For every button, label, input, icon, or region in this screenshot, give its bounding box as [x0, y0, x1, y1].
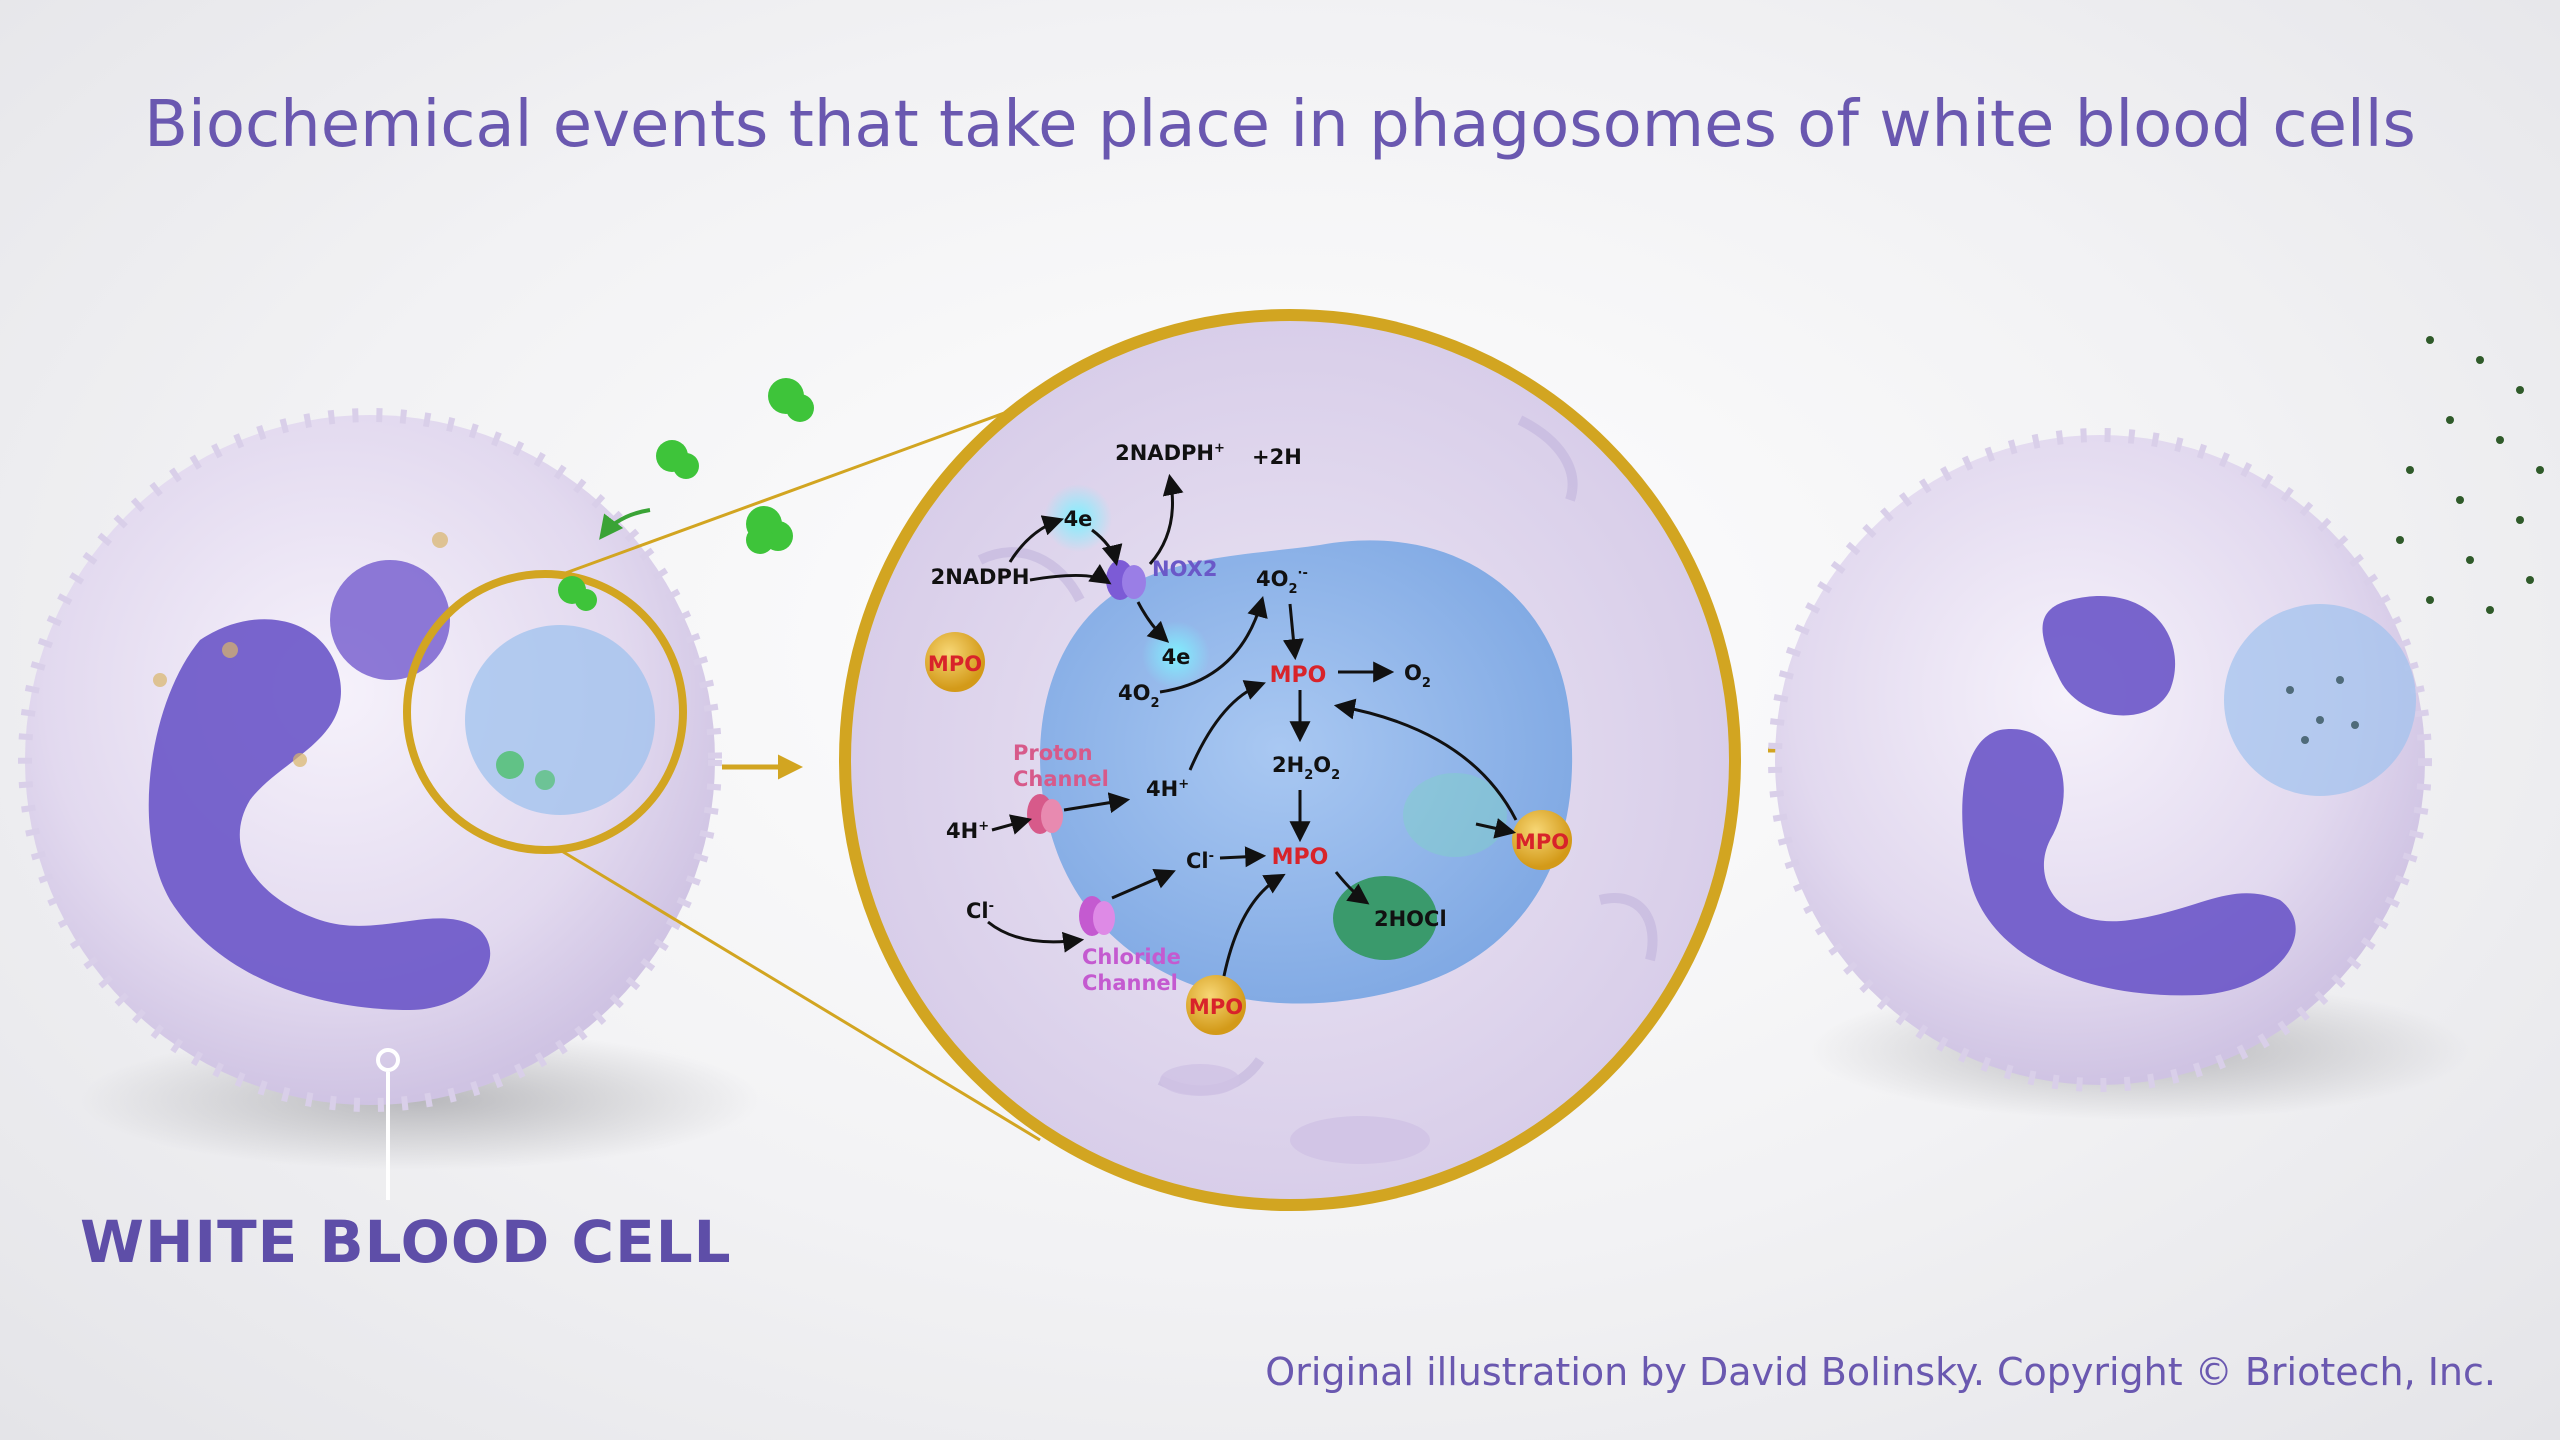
label-hypochlorous-acid: 2HOCl: [1374, 907, 1447, 931]
svg-text:MPO: MPO: [1515, 830, 1569, 854]
left-white-blood-cell: [25, 415, 760, 1170]
arrow-cl-to-mpo: [1220, 856, 1262, 858]
label-mpo-lower: MPO: [1272, 845, 1329, 870]
right-white-blood-cell: [1775, 435, 2470, 1120]
label-chloride-channel-2: Channel: [1082, 971, 1178, 995]
label-electrons-top: 4e: [1064, 507, 1093, 531]
label-electrons-bottom: 4e: [1162, 645, 1191, 669]
label-plus-2h: +2H: [1252, 445, 1302, 469]
label-mpo-center: MPO: [1270, 663, 1327, 688]
mpo-granule-left: MPO: [925, 632, 985, 692]
label-proton-channel-1: Proton: [1013, 741, 1093, 765]
svg-text:MPO: MPO: [1189, 995, 1243, 1019]
label-proton-channel-2: Channel: [1013, 767, 1109, 791]
illustration-credit: Original illustration by David Bolinsky.…: [1265, 1350, 2496, 1394]
svg-text:MPO: MPO: [928, 652, 982, 676]
bacterial-debris: [2396, 336, 2544, 614]
white-blood-cell-label: WHITE BLOOD CELL: [80, 1208, 732, 1276]
label-nox2: NOX2: [1152, 557, 1217, 581]
mpo-granule-bottom: MPO: [1186, 975, 1246, 1035]
phagosome-detail-view: MPO MPO MPO: [845, 315, 1735, 1205]
mpo-granule-right: MPO: [1512, 810, 1572, 870]
label-chloride-channel-1: Chloride: [1082, 945, 1181, 969]
label-nadph-plus: 2NADPH+: [1115, 441, 1225, 465]
label-nadph: 2NADPH: [931, 565, 1030, 589]
